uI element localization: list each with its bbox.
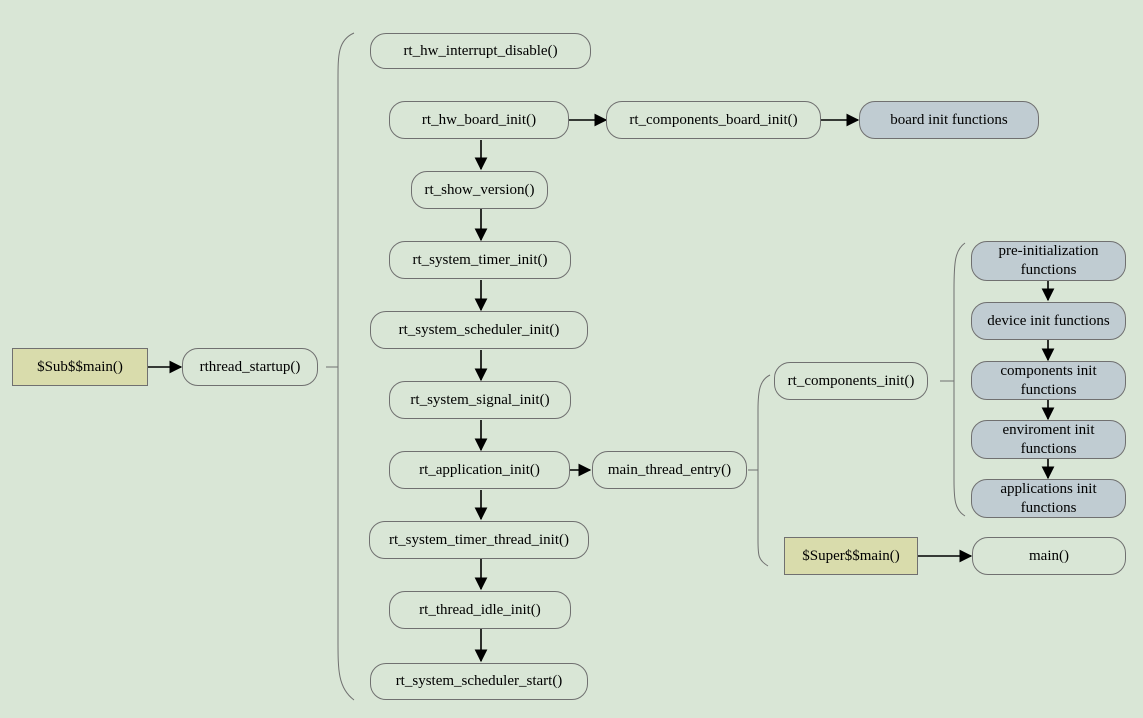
pre-init-functions-node: pre-initialization functions xyxy=(971,241,1126,281)
system-scheduler-init-node: rt_system_scheduler_init() xyxy=(370,311,588,349)
show-version-node: rt_show_version() xyxy=(411,171,548,209)
system-scheduler-start-node: rt_system_scheduler_start() xyxy=(370,663,588,700)
system-timer-init-node: rt_system_timer_init() xyxy=(389,241,571,279)
components-init-node: rt_components_init() xyxy=(774,362,928,400)
system-timer-thread-init-node: rt_system_timer_thread_init() xyxy=(369,521,589,559)
board-init-functions-node: board init functions xyxy=(859,101,1039,139)
main-thread-entry-node: main_thread_entry() xyxy=(592,451,747,489)
application-init-node: rt_application_init() xyxy=(389,451,570,489)
rthread-startup-node: rthread_startup() xyxy=(182,348,318,386)
hw-board-init-node: rt_hw_board_init() xyxy=(389,101,569,139)
device-init-functions-node: device init functions xyxy=(971,302,1126,340)
applications-init-functions-node: applications init functions xyxy=(971,479,1126,518)
enviroment-init-functions-node: enviroment init functions xyxy=(971,420,1126,459)
components-board-init-node: rt_components_board_init() xyxy=(606,101,821,139)
startup-brace xyxy=(337,32,355,701)
super-main-node: $Super$$main() xyxy=(784,537,918,575)
main-node: main() xyxy=(972,537,1126,575)
hw-interrupt-disable-node: rt_hw_interrupt_disable() xyxy=(370,33,591,69)
components-init-functions-node: components init functions xyxy=(971,361,1126,400)
system-signal-init-node: rt_system_signal_init() xyxy=(389,381,571,419)
components-brace xyxy=(953,242,966,517)
sub-main-node: $Sub$$main() xyxy=(12,348,148,386)
thread-entry-brace xyxy=(757,374,771,567)
thread-idle-init-node: rt_thread_idle_init() xyxy=(389,591,571,629)
